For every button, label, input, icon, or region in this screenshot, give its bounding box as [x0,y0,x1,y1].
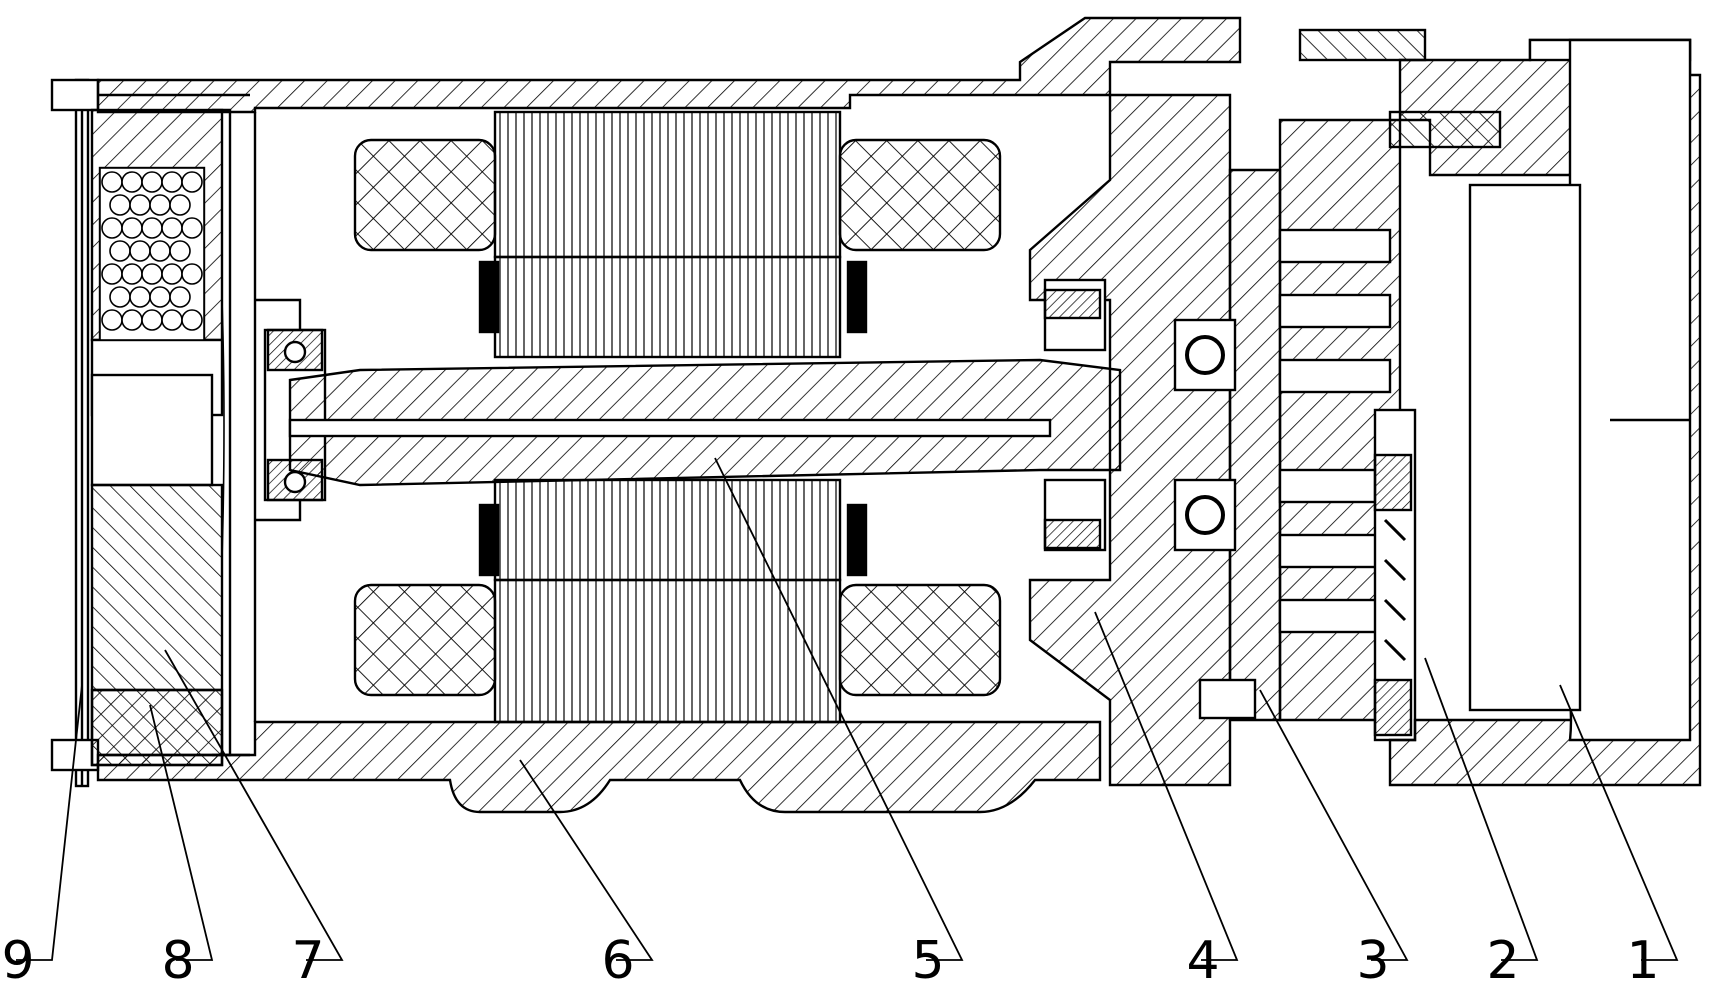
leader-line-2 [1424,657,1539,961]
leader-line-9 [16,684,83,961]
ball [121,309,143,331]
ball [169,286,191,308]
cylinder-block [1278,118,1402,722]
ball [181,217,203,239]
ball [109,194,131,216]
callout-label-8: 8 [161,931,194,991]
ball [121,171,143,193]
ball [101,263,123,285]
ball [109,286,131,308]
ball [161,171,183,193]
ball [149,286,171,308]
ball [129,240,151,262]
callout-label-3: 3 [1356,931,1389,991]
callout-label-9: 9 [1,931,34,991]
ball [169,240,191,262]
callout-label-2: 2 [1486,931,1519,991]
leader-line-3 [1259,689,1409,961]
ball [129,194,151,216]
spring-plunger [1373,408,1417,742]
ball [169,194,191,216]
ball [161,217,183,239]
ball [149,194,171,216]
ball [141,263,163,285]
ball [141,217,163,239]
pump-cover [1388,38,1702,787]
ball [181,171,203,193]
ball [161,263,183,285]
stator-winding [353,138,1002,697]
callout-label-1: 1 [1626,931,1659,991]
shaft [288,358,1122,487]
motor-housing [96,16,1242,814]
callout-labels: 9 8 7 6 5 4 3 2 1 [1,931,1659,991]
callout-label-5: 5 [911,931,944,991]
callout-label-4: 4 [1186,931,1219,991]
leader-line-6 [519,759,654,961]
ball [101,217,123,239]
leader-line-5 [714,457,964,961]
ball [149,240,171,262]
ball [181,309,203,331]
ball [129,286,151,308]
callout-label-7: 7 [291,931,324,991]
callout-label-6: 6 [601,931,634,991]
ball [141,171,163,193]
leader-line-7 [164,649,344,961]
ball [161,309,183,331]
leader-lines [16,457,1679,961]
ball-pack [99,167,205,341]
ball [101,171,123,193]
ball [109,240,131,262]
leader-line-1 [1559,684,1679,961]
ball [101,309,123,331]
bearing-seat [1028,93,1232,787]
top-bolt [1298,28,1502,149]
leader-line-8 [149,704,214,961]
swash-plate [1173,168,1282,722]
drawing-body [50,16,1702,814]
ball [121,263,143,285]
ball [141,309,163,331]
leader-line-4 [1094,611,1239,961]
ball [121,217,143,239]
stator-core [478,110,868,724]
ball [181,263,203,285]
